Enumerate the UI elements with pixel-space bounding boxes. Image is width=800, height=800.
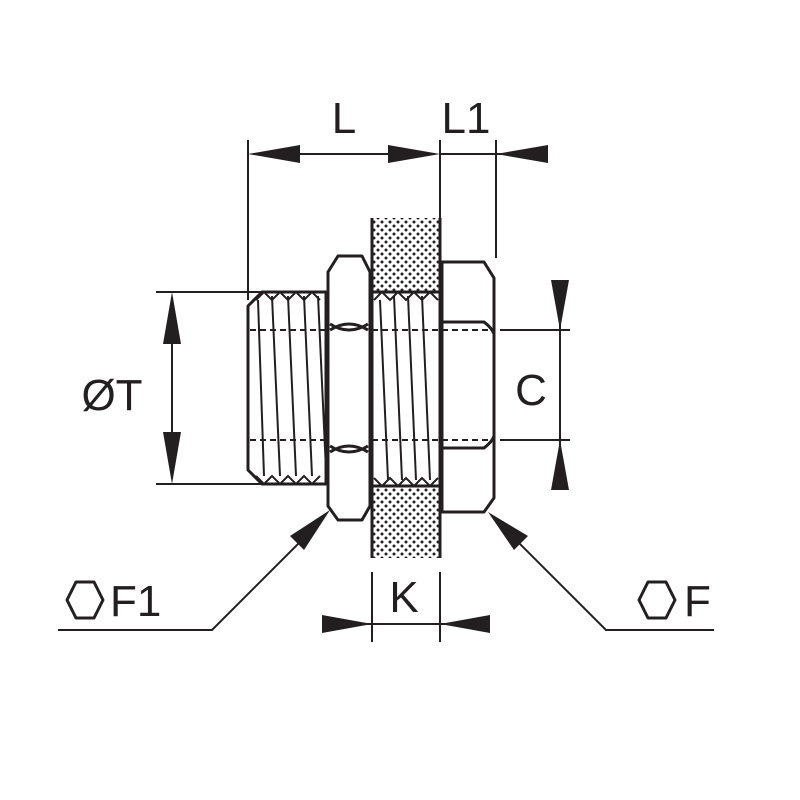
dimension-l: L xyxy=(248,94,440,163)
dimension-c-label: C xyxy=(515,366,547,415)
leader-f1: F1 xyxy=(58,510,330,631)
dimension-l1-label: L1 xyxy=(442,94,491,143)
leader-f1-label: F1 xyxy=(110,577,161,626)
dimension-diameter-t: ØT xyxy=(81,292,181,484)
hexagon-icon xyxy=(637,580,677,620)
leader-f: F xyxy=(488,512,714,631)
dimension-c: C xyxy=(515,280,569,490)
lock-nut xyxy=(326,254,372,522)
dimension-diameter-t-label: ØT xyxy=(81,371,142,420)
dimension-l1: L1 xyxy=(440,94,548,163)
dimension-k-label: K xyxy=(389,573,418,622)
leader-f-label: F xyxy=(684,577,711,626)
hexagon-icon xyxy=(65,580,105,620)
left-thread xyxy=(246,290,328,486)
panel-wall xyxy=(370,218,442,558)
body-hex xyxy=(440,260,496,514)
dimension-k: K xyxy=(322,573,490,633)
panel-thread xyxy=(370,290,442,488)
dimension-l-label: L xyxy=(332,94,356,143)
